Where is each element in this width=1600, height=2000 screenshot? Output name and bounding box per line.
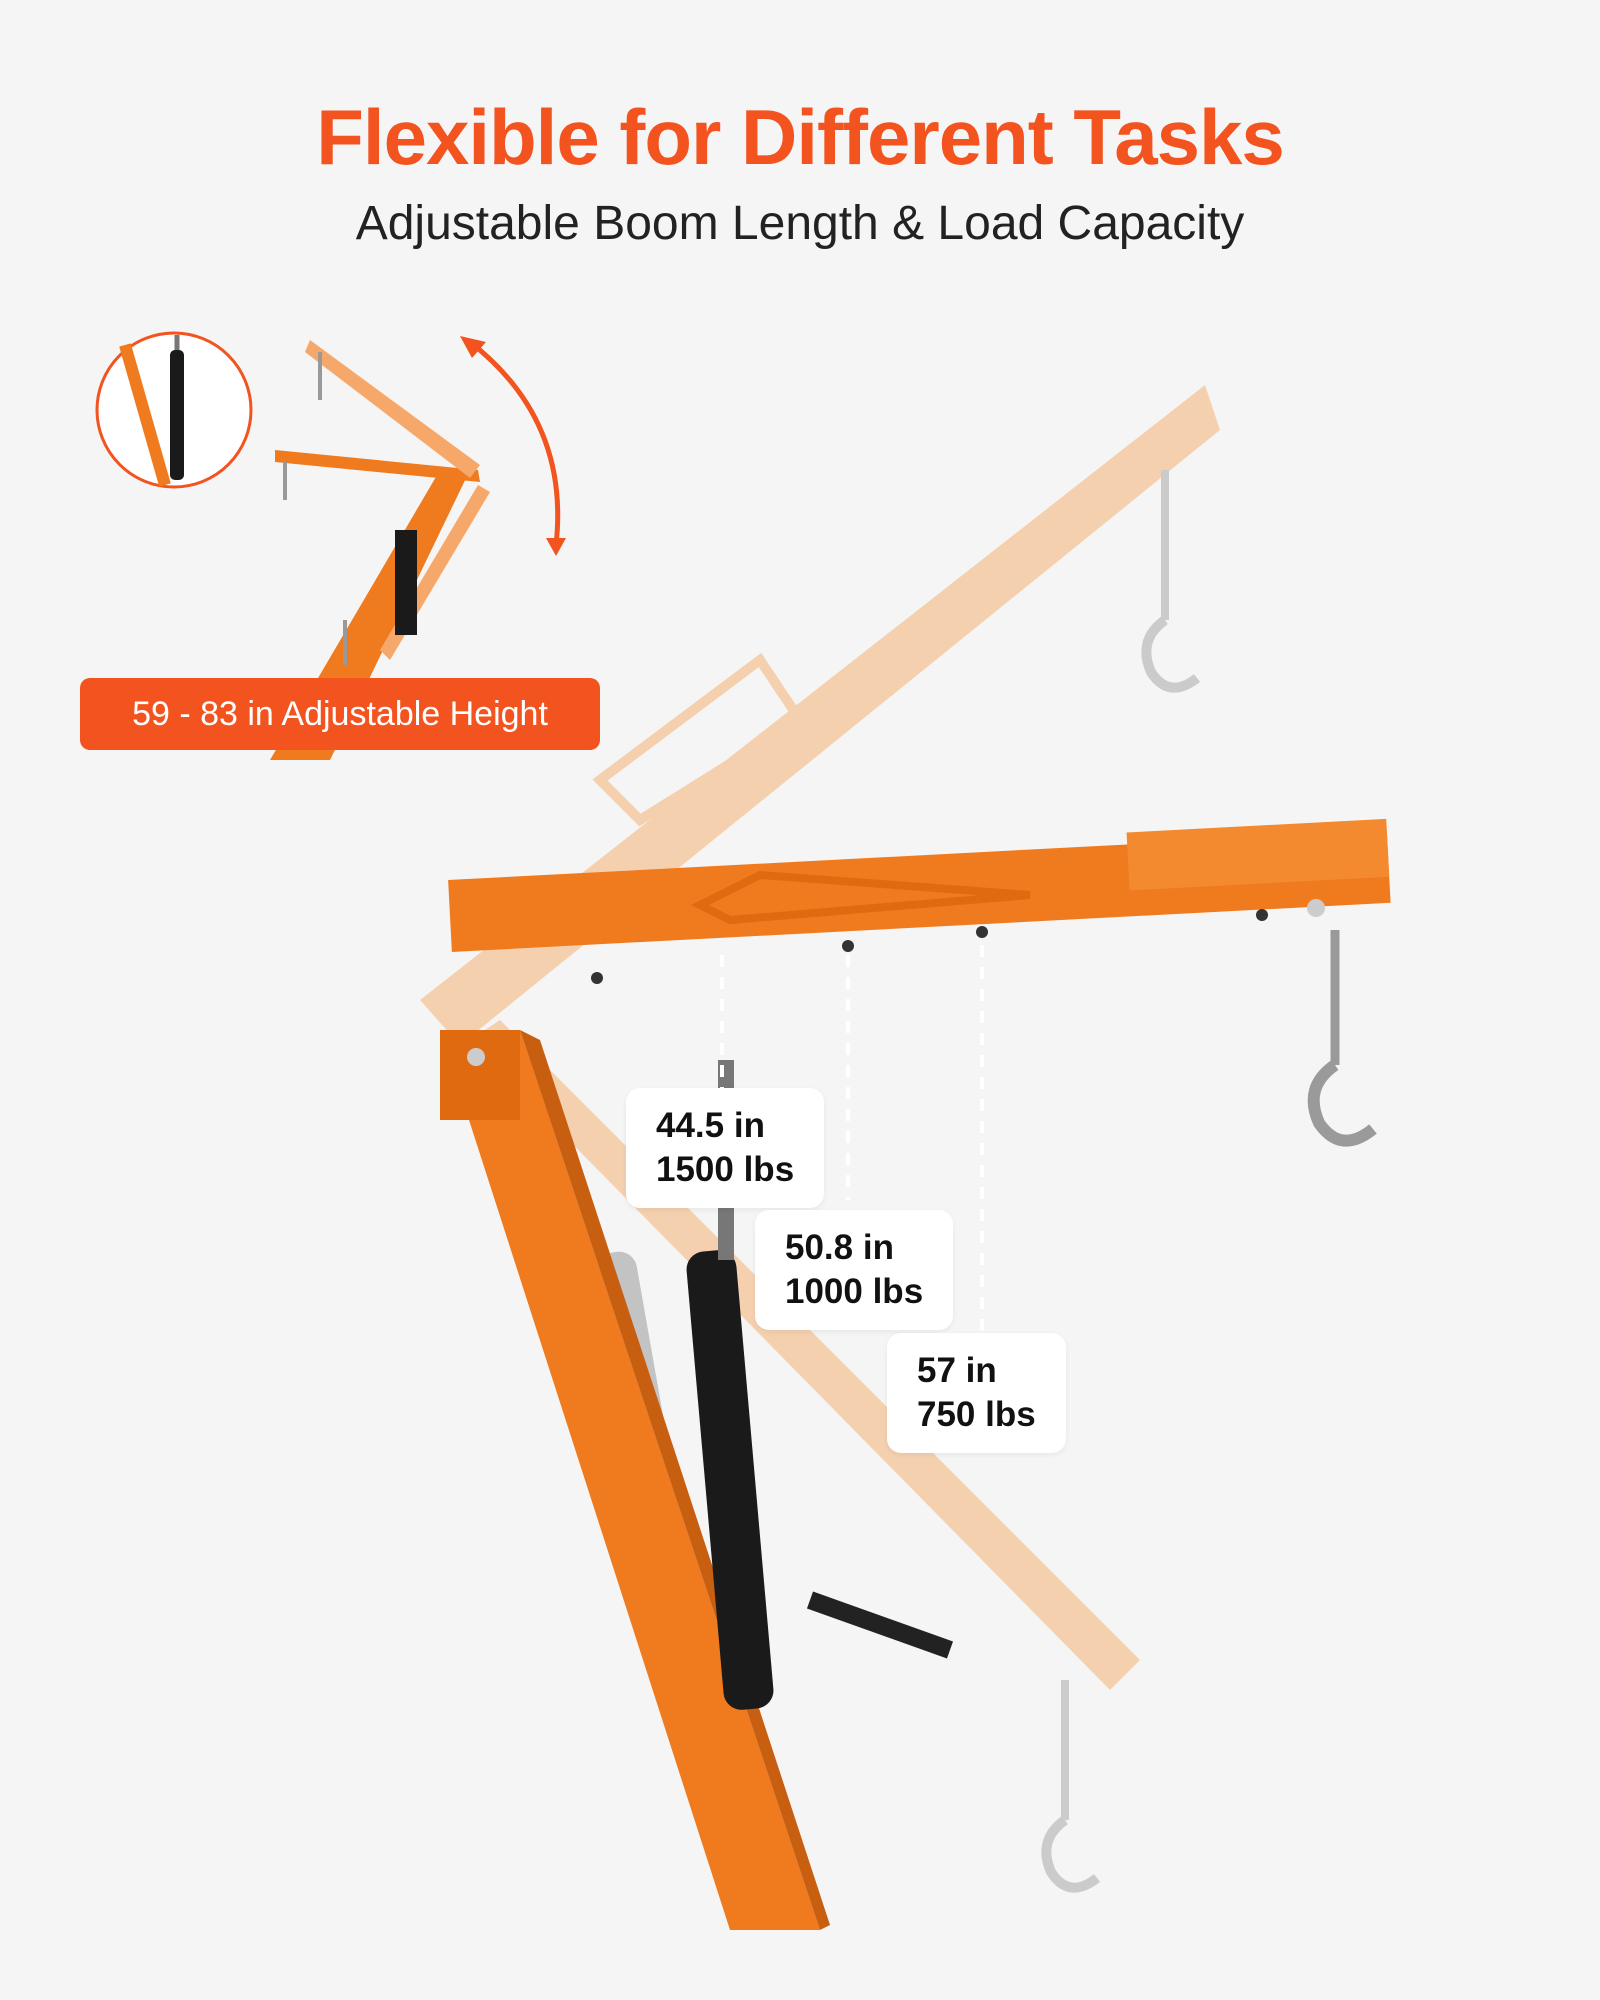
rotation-arrow-icon [468,340,561,546]
height-badge: 59 - 83 in Adjustable Height [80,678,600,750]
spec-capacity: 1000 lbs [785,1272,924,1311]
spec-card-1000: 50.8 in 1000 lbs [755,1210,954,1330]
page-subtitle: Adjustable Boom Length & Load Capacity [355,197,1245,250]
spec-card-750: 57 in 750 lbs [887,1333,1066,1453]
spec-length: 57 in [917,1351,997,1390]
crane-mast [440,1030,820,1930]
page-title: Flexible for Different Tasks [316,93,1285,181]
cylinder-detail-inset [95,331,253,489]
hook-ghost-upper-icon [1141,615,1201,693]
spec-length: 50.8 in [785,1228,894,1267]
hook-ghost-lower-icon [1041,1815,1101,1893]
hook-main-icon [1307,1060,1377,1147]
spec-capacity: 1500 lbs [656,1150,795,1189]
hydraulic-cylinder [686,1250,774,1710]
pump-handle [806,1591,954,1659]
spec-length: 44.5 in [656,1106,765,1145]
spec-card-1500: 44.5 in 1500 lbs [626,1088,825,1208]
spec-capacity: 750 lbs [917,1395,1036,1434]
